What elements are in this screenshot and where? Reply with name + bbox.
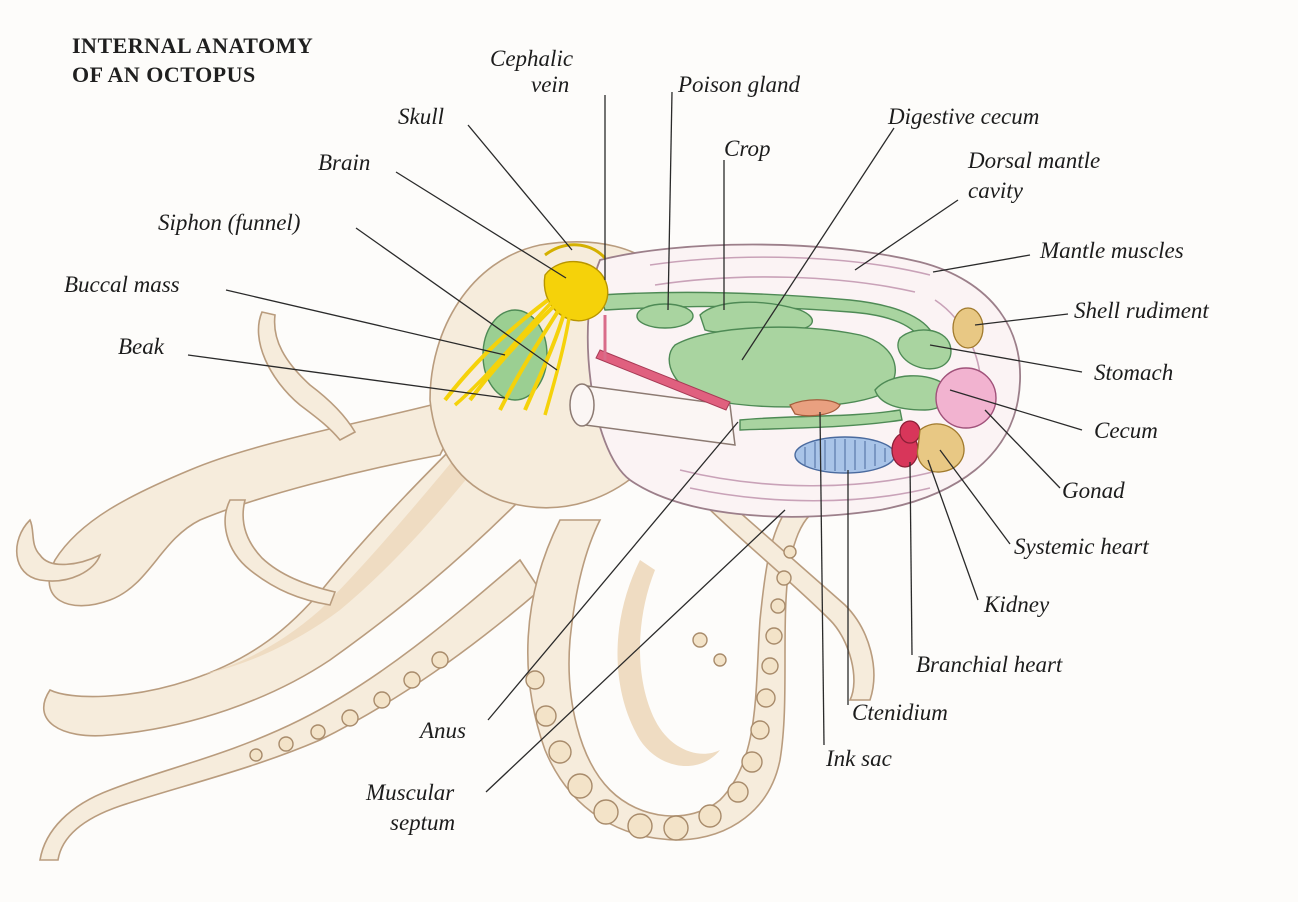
label-brain: Brain: [318, 150, 370, 175]
label-digestive-cecum: Digestive cecum: [887, 104, 1039, 129]
label-beak: Beak: [118, 334, 165, 359]
label-ctenidium: Ctenidium: [852, 700, 948, 725]
label-systemic-heart: Systemic heart: [1014, 534, 1149, 559]
label-muscular-septum: Muscular: [365, 780, 455, 805]
label-ink-sac: Ink sac: [825, 746, 892, 771]
poison-gland: [637, 304, 693, 328]
label-gonad: Gonad: [1062, 478, 1125, 503]
label-muscular-septum-2: septum: [390, 810, 455, 835]
ctenidium: [795, 437, 895, 473]
label-shell-rudiment: Shell rudiment: [1074, 298, 1209, 323]
gonad: [936, 368, 996, 428]
label-buccal-mass: Buccal mass: [64, 272, 180, 297]
title: INTERNAL ANATOMY OF AN OCTOPUS: [72, 33, 313, 87]
title-line-2: OF AN OCTOPUS: [72, 62, 256, 87]
label-stomach: Stomach: [1094, 360, 1173, 385]
label-cephalic-vein-2: vein: [531, 72, 569, 97]
label-anus: Anus: [418, 718, 466, 743]
label-dorsal-mantle-cavity: Dorsal mantle: [967, 148, 1100, 173]
shell-rudiment: [953, 308, 983, 348]
label-cephalic-vein: Cephalic: [490, 46, 573, 71]
arm-mid-thin: [225, 500, 335, 605]
label-branchial-heart: Branchial heart: [916, 652, 1063, 677]
label-crop: Crop: [724, 136, 770, 161]
label-siphon: Siphon (funnel): [158, 210, 300, 235]
title-line-1: INTERNAL ANATOMY: [72, 33, 313, 58]
label-poison-gland: Poison gland: [677, 72, 801, 97]
label-dorsal-mantle-cavity-2: cavity: [968, 178, 1024, 203]
label-skull: Skull: [398, 104, 444, 129]
label-kidney: Kidney: [983, 592, 1050, 617]
label-mantle-muscles: Mantle muscles: [1039, 238, 1184, 263]
label-cecum: Cecum: [1094, 418, 1158, 443]
